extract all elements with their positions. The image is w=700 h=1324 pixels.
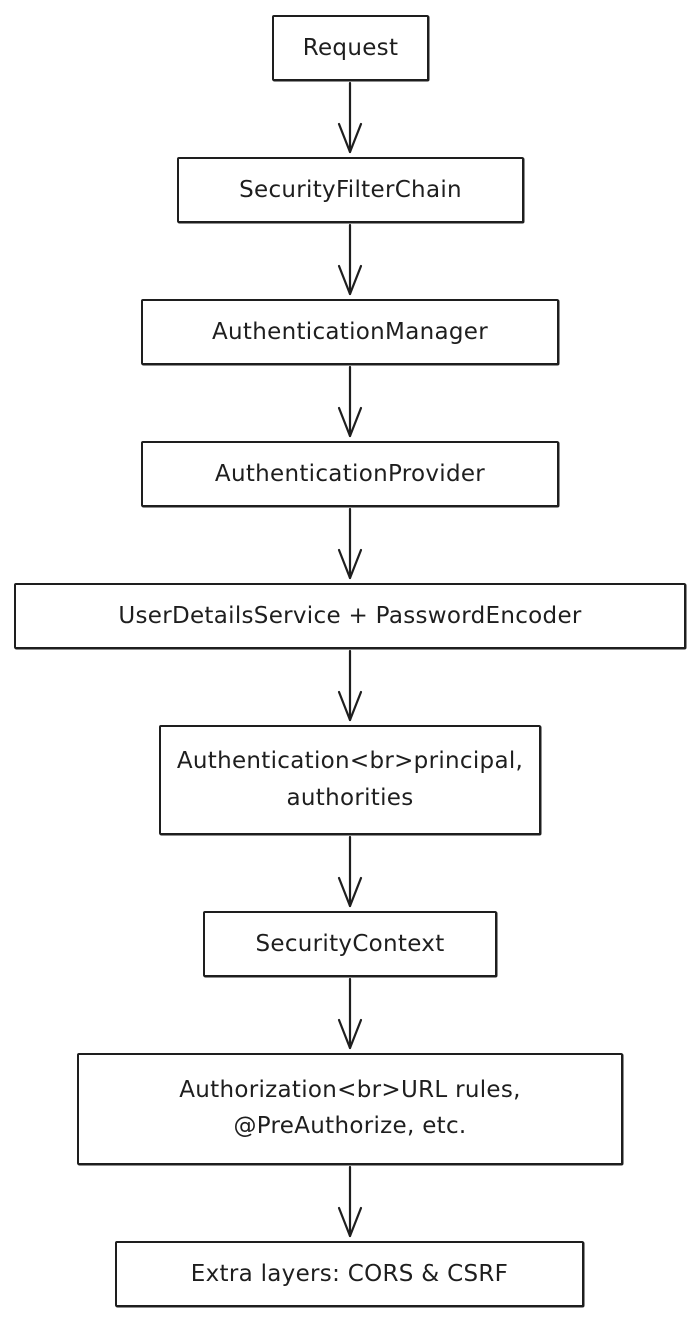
node-authentication-manager: AuthenticationManager: [141, 299, 559, 365]
node-authentication-provider-label: AuthenticationProvider: [214, 460, 486, 487]
arrow-filterchain-to-manager: [337, 223, 363, 296]
node-request-label: Request: [302, 34, 399, 61]
node-request: Request: [272, 15, 429, 81]
node-authentication: Authentication<br>principal, authorities: [159, 725, 541, 835]
arrow-provider-to-userdetails: [337, 507, 363, 580]
node-security-context-label: SecurityContext: [255, 930, 445, 957]
node-security-context: SecurityContext: [203, 911, 497, 977]
arrow-authorization-to-extralayers: [337, 1165, 363, 1238]
node-authorization-line2: @PreAuthorize, etc.: [233, 1113, 467, 1139]
node-security-filter-chain: SecurityFilterChain: [177, 157, 524, 223]
arrow-authentication-to-securitycontext: [337, 835, 363, 908]
node-userdetails-passwordencoder: UserDetailsService + PasswordEncoder: [14, 583, 686, 649]
node-authentication-manager-label: AuthenticationManager: [212, 318, 488, 345]
node-security-filter-chain-label: SecurityFilterChain: [239, 176, 462, 203]
node-authentication-label: Authentication<br>principal, authorities: [176, 748, 524, 811]
node-authentication-provider: AuthenticationProvider: [141, 441, 559, 507]
arrow-manager-to-provider: [337, 365, 363, 438]
node-authorization-text: Authorization<br>URL rules, @PreAuthoriz…: [179, 1073, 521, 1144]
arrow-securitycontext-to-authorization: [337, 977, 363, 1050]
arrow-userdetails-to-authentication: [337, 649, 363, 722]
node-extra-layers-label: Extra layers: CORS & CSRF: [190, 1260, 509, 1287]
node-userdetails-passwordencoder-label: UserDetailsService + PasswordEncoder: [118, 602, 582, 629]
node-extra-layers: Extra layers: CORS & CSRF: [115, 1241, 584, 1307]
arrow-request-to-filterchain: [337, 81, 363, 154]
node-authorization: Authorization<br>URL rules, @PreAuthoriz…: [77, 1053, 623, 1165]
node-authorization-line1: Authorization<br>URL rules,: [179, 1077, 521, 1104]
